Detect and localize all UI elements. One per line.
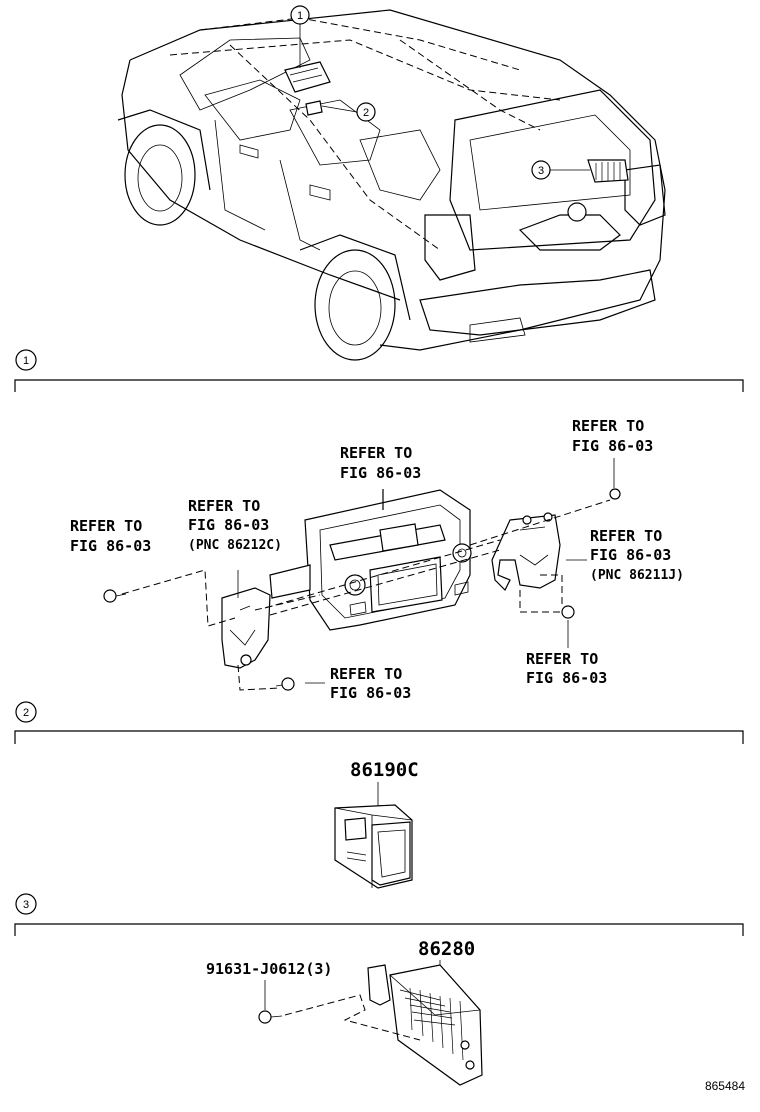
callout-2-vehicle: 2 [356, 102, 376, 122]
callout-1-vehicle: 1 [290, 5, 310, 25]
svg-text:REFER TO: REFER TO [70, 517, 142, 535]
audio-head-unit [269, 489, 472, 631]
screw-bottom-right [561, 605, 575, 619]
svg-text:2: 2 [23, 707, 29, 719]
svg-text:86190C: 86190C [350, 759, 419, 781]
svg-text:FIG 86-03: FIG 86-03 [330, 684, 411, 702]
screw-bottom-center [275, 677, 295, 691]
svg-text:REFER TO: REFER TO [572, 417, 644, 435]
right-mounting-bracket [491, 512, 561, 592]
vehicle-illustration [117, 9, 666, 361]
callout-3-vehicle: 3 [531, 160, 551, 180]
svg-text:FIG 86-03: FIG 86-03 [526, 669, 607, 687]
screw-top-right [609, 488, 621, 500]
svg-text:1: 1 [23, 355, 29, 367]
refer-label-left-bracket: REFER TO FIG 86-03 (PNC 86212C) [188, 497, 282, 553]
leader-lines-1 [305, 458, 615, 684]
refer-label-right-bracket: REFER TO FIG 86-03 (PNC 86211J) [590, 527, 684, 583]
svg-text:REFER TO: REFER TO [330, 665, 402, 683]
svg-text:REFER TO: REFER TO [340, 444, 412, 462]
svg-text:REFER TO: REFER TO [590, 527, 662, 545]
svg-text:FIG 86-03: FIG 86-03 [70, 537, 151, 555]
assembly-lines-1 [121, 499, 611, 691]
refer-label-bottom-right: REFER TO FIG 86-03 [526, 650, 607, 687]
left-mounting-bracket [221, 570, 271, 669]
part-86280-amplifier: 86280 [367, 938, 483, 1086]
svg-text:2: 2 [363, 107, 369, 119]
refer-label-center: REFER TO FIG 86-03 [340, 444, 421, 482]
svg-text:3: 3 [23, 899, 29, 911]
svg-text:3: 3 [538, 165, 544, 177]
svg-text:FIG 86-03: FIG 86-03 [572, 437, 653, 455]
section-3-header: 3 [14, 893, 744, 936]
svg-text:(PNC 86211J): (PNC 86211J) [590, 568, 684, 583]
svg-text:86280: 86280 [418, 938, 475, 960]
section-1-header: 1 [14, 349, 744, 392]
bolt-91631-j0612: 91631-J0612(3) [206, 960, 421, 1041]
svg-text:FIG 86-03: FIG 86-03 [188, 516, 269, 534]
refer-label-left: REFER TO FIG 86-03 [70, 517, 151, 555]
svg-text:REFER TO: REFER TO [526, 650, 598, 668]
svg-text:865484: 865484 [705, 1079, 745, 1093]
section-2-header: 2 [14, 701, 744, 744]
refer-label-bottom-center: REFER TO FIG 86-03 [330, 665, 411, 702]
svg-text:1: 1 [297, 10, 303, 22]
svg-text:FIG 86-03: FIG 86-03 [340, 464, 421, 482]
diagram-id: 865484 [705, 1079, 745, 1093]
svg-text:FIG 86-03: FIG 86-03 [590, 546, 671, 564]
svg-text:(PNC 86212C): (PNC 86212C) [188, 538, 282, 553]
screw-left [103, 589, 127, 603]
part-86190c: 86190C [334, 759, 419, 889]
svg-text:91631-J0612(3): 91631-J0612(3) [206, 960, 332, 978]
refer-label-top-right: REFER TO FIG 86-03 [572, 417, 653, 455]
svg-text:REFER TO: REFER TO [188, 497, 260, 515]
